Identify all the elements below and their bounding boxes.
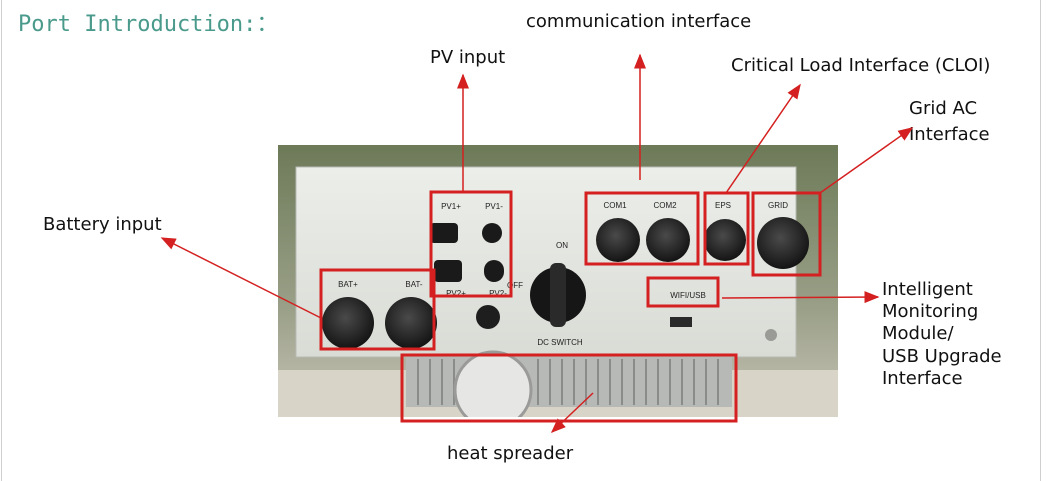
com1-gland <box>596 218 640 262</box>
bat-pos-gland <box>322 297 374 349</box>
pv2-neg-connector <box>484 260 504 282</box>
label-monitoring-line3: Module/ <box>882 323 954 344</box>
label-monitoring-line1: Intelligent <box>882 279 973 300</box>
pv1-neg-connector <box>482 223 502 243</box>
label-grid-ac-line2: Interface <box>909 124 990 145</box>
inverter-photo: BAT+ BAT- PV1+ PV1- PV2+ PV2- ON OFF DC … <box>278 145 838 417</box>
slide-right-border <box>1040 0 1041 481</box>
bat-neg-gland <box>385 297 437 349</box>
bat-neg-label: BAT- <box>405 280 423 289</box>
pv2-neg-label: PV2- <box>489 289 507 298</box>
arrow-heat-spreader <box>550 392 594 434</box>
pv1-pos-label: PV1+ <box>441 202 461 211</box>
eps-label: EPS <box>715 201 731 210</box>
dc-switch-label: DC SWITCH <box>537 338 583 347</box>
page-title: Port Introduction:： <box>18 12 279 37</box>
box-eps <box>703 191 750 266</box>
wifi-usb-label: WIFI/USB <box>670 291 706 300</box>
arrow-battery <box>160 237 322 319</box>
dc-switch-handle <box>550 263 566 327</box>
arrow-cloi <box>725 83 801 194</box>
com1-label: COM1 <box>603 201 627 210</box>
pv2-pos-label: PV2+ <box>446 289 466 298</box>
box-pv-input <box>429 190 513 298</box>
fan <box>453 350 533 417</box>
box-battery <box>319 268 436 351</box>
vent-plug <box>476 305 500 329</box>
bat-pos-label: BAT+ <box>338 280 358 289</box>
label-monitoring-line4: USB Upgrade <box>882 346 1002 367</box>
eps-gland <box>704 219 746 261</box>
label-pv-input: PV input <box>430 47 506 68</box>
label-battery-input: Battery input <box>43 214 162 235</box>
label-grid-ac-line1: Grid AC <box>909 98 978 119</box>
heat-sink-fins <box>417 359 719 405</box>
pv2-pos-connector <box>434 260 462 282</box>
slide-left-border <box>1 0 2 481</box>
grid-label: GRID <box>768 201 788 210</box>
label-monitoring-line5: Interface <box>882 368 963 389</box>
label-communication-interface: communication interface <box>526 11 752 32</box>
box-communication <box>584 191 700 266</box>
box-heat-spreader <box>400 353 738 423</box>
label-critical-load-interface: Critical Load Interface (CLOI) <box>731 55 991 76</box>
inverter-panel <box>295 166 797 358</box>
com2-gland <box>646 218 690 262</box>
usb-port <box>670 317 692 327</box>
grid-gland <box>757 217 809 269</box>
arrow-wifi-usb <box>721 291 880 304</box>
label-monitoring-line2: Monitoring <box>882 301 979 322</box>
arrow-grid-ac <box>819 127 914 194</box>
dc-switch-on-label: ON <box>556 241 568 250</box>
box-wifi-usb <box>646 276 720 308</box>
label-heat-spreader: heat spreader <box>447 443 574 464</box>
dc-switch-off-label: OFF <box>507 281 523 290</box>
pv1-neg-label: PV1- <box>485 202 503 211</box>
pv1-pos-connector <box>430 223 458 243</box>
box-grid <box>751 191 822 277</box>
ground-screw <box>765 329 777 341</box>
com2-label: COM2 <box>653 201 677 210</box>
